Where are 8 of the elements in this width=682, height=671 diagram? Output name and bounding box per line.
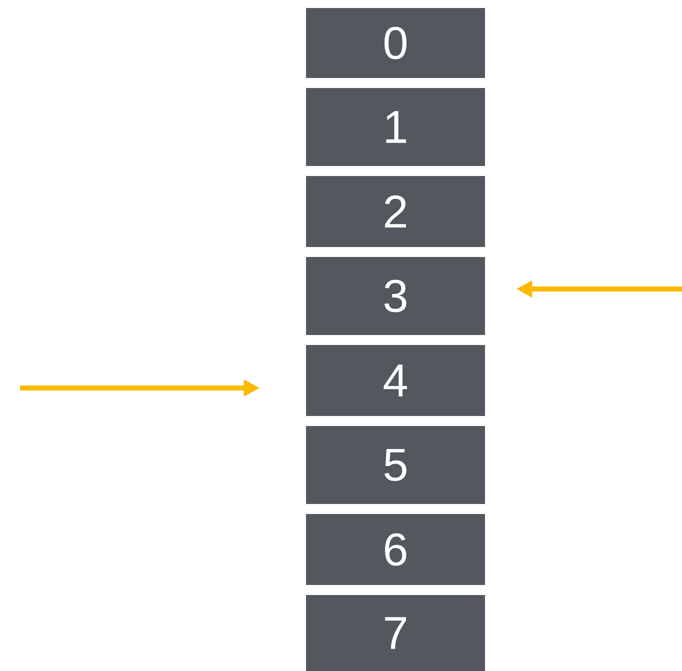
index-box: 2 <box>306 176 485 247</box>
index-box: 5 <box>306 426 485 504</box>
index-box: 6 <box>306 514 485 585</box>
index-box: 0 <box>306 8 485 78</box>
index-box: 4 <box>306 345 485 416</box>
index-box: 1 <box>306 88 485 166</box>
index-box: 3 <box>306 257 485 335</box>
index-box: 7 <box>306 595 485 671</box>
